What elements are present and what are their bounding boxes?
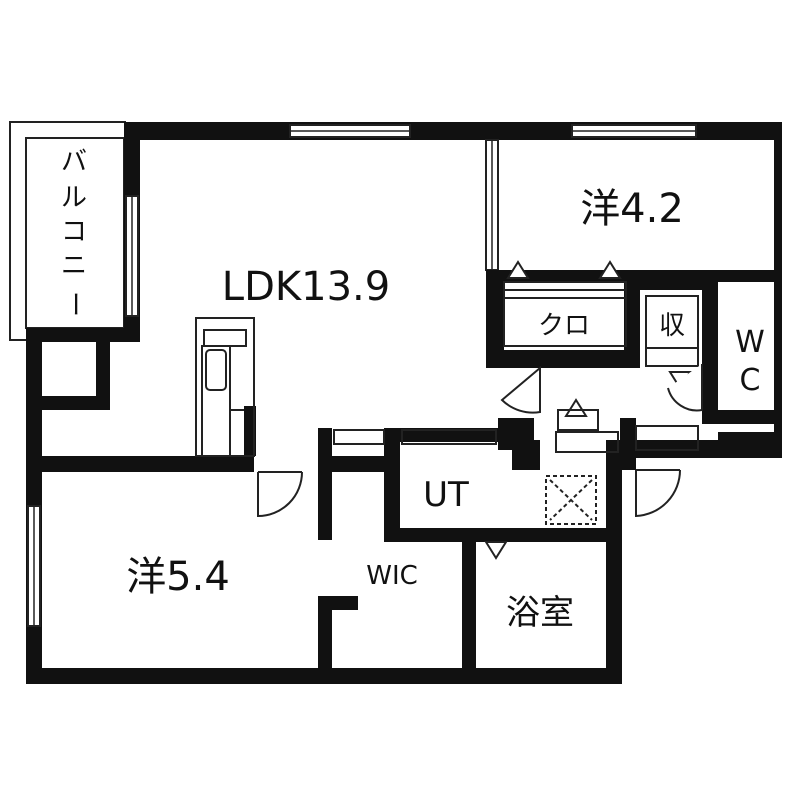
balcony-label: バ ル コ ニ ー — [59, 147, 89, 317]
washing-machine-pan — [545, 475, 597, 525]
balcony-char: バ — [61, 147, 87, 177]
room-label-closet: クロ — [538, 311, 590, 341]
door-swings — [257, 364, 703, 560]
room-label-western-4: 洋4.2 — [580, 186, 684, 232]
balcony-char: コ — [61, 217, 87, 247]
balcony-char: ニ — [61, 251, 87, 281]
kitchen-counter — [195, 317, 255, 457]
windows — [27, 124, 697, 627]
closet-fixture — [503, 260, 627, 347]
interior-walls — [26, 270, 782, 668]
room-label-wc-w: W — [735, 325, 765, 360]
room-label-storage: 収 — [659, 311, 685, 341]
balcony-char: ル — [61, 183, 87, 213]
room-label-wic: WIC — [366, 561, 418, 591]
room-label-utility: UT — [423, 475, 469, 515]
hall-fixtures — [333, 409, 699, 453]
room-label-ldk: LDK13.9 — [222, 264, 390, 310]
balcony-char: ー — [59, 291, 89, 317]
room-labels: LDK13.9 洋4.2 洋5.4 クロ 収 W C UT WIC 浴室 — [126, 186, 765, 633]
room-label-bath: 浴室 — [506, 593, 574, 633]
room-label-wc-c: C — [740, 363, 761, 398]
room-label-western-5: 洋5.4 — [126, 554, 230, 600]
